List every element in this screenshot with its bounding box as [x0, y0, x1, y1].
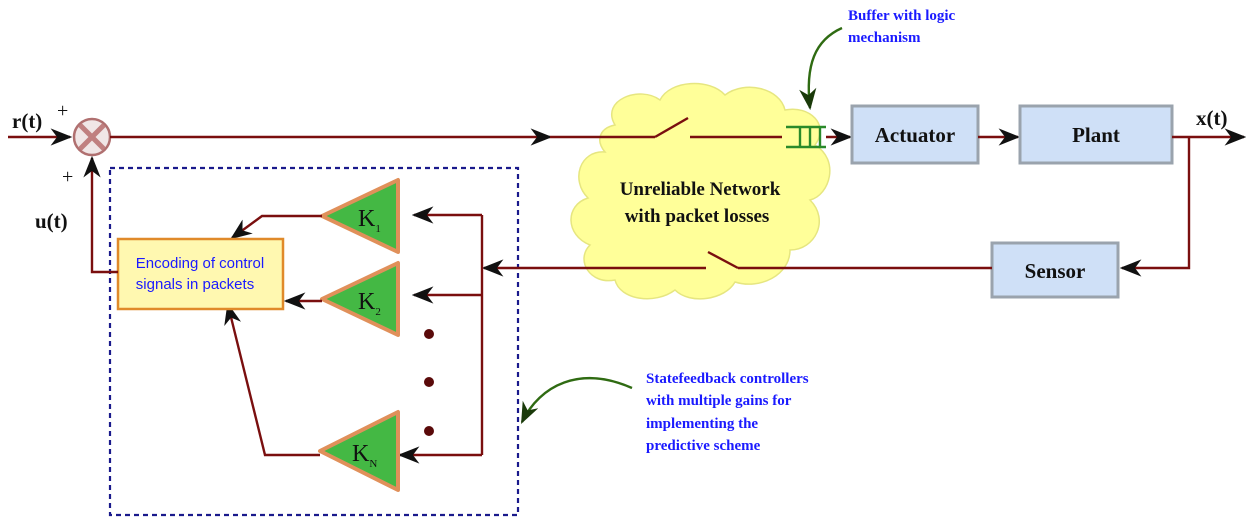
- svg-text:KN: KN: [352, 441, 377, 470]
- buffer-annotation-line2: mechanism: [848, 30, 921, 46]
- plus-sign-top: +: [57, 100, 68, 122]
- gain-k2: K2: [320, 261, 400, 337]
- buffer-annotation-line1: Buffer with logic: [848, 8, 956, 24]
- actuator-block: [850, 104, 980, 165]
- controllers-annotation-line2: with multiple gains for: [646, 393, 792, 409]
- svg-text:K1: K1: [358, 206, 381, 235]
- encoder-line1: Encoding of control: [136, 255, 264, 272]
- kn-to-encoder: [224, 302, 320, 457]
- network-line1: Unreliable Network: [620, 179, 781, 200]
- forward-switch: [654, 116, 689, 139]
- encoder-block: [116, 237, 285, 311]
- plant-label: Plant: [1072, 123, 1120, 147]
- control-feedback-wire: [83, 155, 118, 274]
- sensor-label: Sensor: [1025, 259, 1086, 283]
- network-line2: with packet losses: [625, 206, 770, 227]
- svg-text:K2: K2: [358, 289, 381, 318]
- controllers-annotation-line1: Statefeedback controllers: [646, 371, 809, 387]
- feedback-switch: [707, 250, 739, 270]
- plus-sign-bottom: +: [62, 166, 73, 188]
- ellipsis-dot: [424, 329, 434, 339]
- gain-kn: KN: [318, 410, 400, 492]
- encoder-line2: signals in packets: [136, 276, 254, 293]
- k1-to-encoder: [230, 214, 322, 240]
- plant-block: [1018, 104, 1174, 165]
- reference-signal-label: r(t): [12, 109, 42, 133]
- controller-bank-box: [108, 166, 520, 517]
- gain-k1: K1: [320, 178, 400, 254]
- actuator-label: Actuator: [875, 123, 955, 147]
- state-signal-label: x(t): [1196, 106, 1227, 130]
- ellipsis-dot: [424, 377, 434, 387]
- buffer-icon: [786, 125, 826, 149]
- controllers-pointer-arrow: [520, 377, 633, 424]
- controllers-annotation-line4: predictive scheme: [646, 438, 761, 454]
- buffer-pointer-arrow: [799, 26, 843, 111]
- output-to-sensor-wire: [1119, 137, 1191, 277]
- controllers-annotation-line3: implementing the: [646, 416, 758, 432]
- ellipsis-dot: [424, 426, 434, 436]
- sensor-block: [990, 241, 1120, 299]
- summing-junction: [72, 117, 112, 157]
- control-signal-label: u(t): [35, 209, 68, 233]
